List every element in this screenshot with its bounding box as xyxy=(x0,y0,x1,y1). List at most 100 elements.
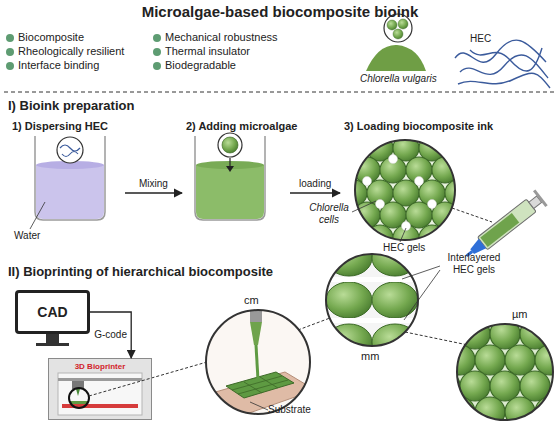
hec-gel xyxy=(428,200,437,209)
edge-label: loading xyxy=(299,178,331,190)
fiber xyxy=(62,152,78,157)
algae-cell xyxy=(475,345,505,375)
beaker-glass xyxy=(35,136,105,220)
bullet-dot xyxy=(6,34,14,42)
zoom-leader xyxy=(298,318,330,330)
flow-arrow xyxy=(290,192,340,193)
algae-cell xyxy=(398,19,408,29)
stand-base xyxy=(36,343,69,346)
cad-monitor: CAD xyxy=(15,290,90,334)
node-text: 3) Loading biocomposite ink xyxy=(344,120,551,133)
text-label: Mechanical robustness xyxy=(165,31,278,44)
edge-label: Mixing xyxy=(139,178,168,190)
algae-cell xyxy=(387,20,397,30)
bullet-dot xyxy=(153,34,161,42)
printer-gantry xyxy=(58,378,142,381)
beaker-step: 2) Adding microalgae xyxy=(182,118,290,268)
hec-gel xyxy=(415,177,424,186)
mm-zoom xyxy=(326,240,468,360)
leader-line xyxy=(400,228,406,242)
algae-cell xyxy=(445,397,475,424)
lattice-line xyxy=(238,380,288,394)
algae-cell xyxy=(222,137,238,153)
hec-gel xyxy=(389,155,398,164)
bullet-dot xyxy=(6,48,14,56)
leader-line xyxy=(404,270,440,320)
printed-part xyxy=(70,401,88,404)
fiber xyxy=(60,145,80,151)
algae-cell xyxy=(505,345,535,375)
syringe-step: 3) Loading biocomposite ink xyxy=(340,118,555,268)
algae-cell xyxy=(393,29,403,39)
drop-arrow-head xyxy=(226,166,234,172)
text-label: Thermal insulator xyxy=(165,45,250,58)
syringe-barrel xyxy=(477,199,536,250)
fiber xyxy=(458,73,550,88)
bullet-dot xyxy=(6,62,14,70)
node-text: 2) Adding microalgae xyxy=(186,120,286,133)
edge-label: G-code xyxy=(94,329,127,341)
zoom-outline xyxy=(457,324,553,420)
highlight-circle xyxy=(69,388,89,408)
hec-fibers xyxy=(455,40,550,88)
bullet-dot xyxy=(153,48,161,56)
zoom-outline xyxy=(355,140,455,240)
lattice-line xyxy=(244,382,262,393)
beaker-glass xyxy=(195,136,265,220)
extruded-strand xyxy=(256,345,258,380)
chlorella-icon xyxy=(366,14,426,71)
diagram-title: Microalgae-based biocomposite bioink xyxy=(0,3,560,21)
zoom-outline xyxy=(206,310,310,414)
zoom-circle xyxy=(57,137,83,163)
lattice-line xyxy=(260,377,278,388)
bullet-dot xyxy=(153,62,161,70)
liquid xyxy=(36,165,104,219)
node-text: 3D Bioprinter xyxy=(49,362,151,372)
cm-zoom xyxy=(205,300,330,418)
section-divider xyxy=(4,92,556,93)
leader-line xyxy=(352,201,376,212)
liquid xyxy=(196,165,264,219)
printer-body xyxy=(48,358,207,420)
algae-cell xyxy=(445,345,475,375)
fiber xyxy=(470,48,542,71)
leader-line xyxy=(30,202,45,229)
zoom-outline xyxy=(326,254,418,346)
node-text: CAD xyxy=(37,304,67,320)
text-label: Chlorella vulgaris xyxy=(360,73,437,85)
hec-gel xyxy=(402,222,411,231)
beaker-step: 1) Dispersing HEC xyxy=(8,118,125,268)
beaker-mixture xyxy=(195,133,265,220)
text-label: Chlorella cells xyxy=(304,202,354,226)
beaker-water xyxy=(30,136,105,229)
text-label: cm xyxy=(244,294,259,307)
zoom-circle xyxy=(218,133,242,157)
text-label: II) Bioprinting of hierarchical biocompo… xyxy=(8,264,273,279)
hec-gel xyxy=(363,177,372,186)
text-label: I) Bioink preparation xyxy=(8,98,134,113)
node-text: 1) Dispersing HEC xyxy=(12,120,121,133)
text-label: Biodegradable xyxy=(165,59,236,72)
ink-zoom xyxy=(341,135,492,251)
zoom-fill xyxy=(326,254,418,346)
text-label: Interface binding xyxy=(18,59,99,72)
printed-lattice xyxy=(226,372,294,398)
hec-gel xyxy=(376,200,385,209)
text-label: Rheologically resilient xyxy=(18,45,124,58)
um-zoom xyxy=(430,319,560,424)
zoom-leader xyxy=(405,332,468,345)
printer-case xyxy=(48,358,152,420)
fiber xyxy=(455,40,546,62)
text-label: HEC gels xyxy=(383,242,425,254)
algae-cell xyxy=(372,282,418,318)
flow-arrow xyxy=(90,312,131,358)
text-label: µm xyxy=(512,308,528,321)
algae-cell xyxy=(535,397,560,424)
algae-cell xyxy=(430,319,460,349)
leader-line xyxy=(250,402,268,410)
syringe-ink xyxy=(480,213,519,247)
algae-cell xyxy=(326,240,372,276)
leader-line xyxy=(402,266,440,279)
printer-window xyxy=(58,373,142,415)
